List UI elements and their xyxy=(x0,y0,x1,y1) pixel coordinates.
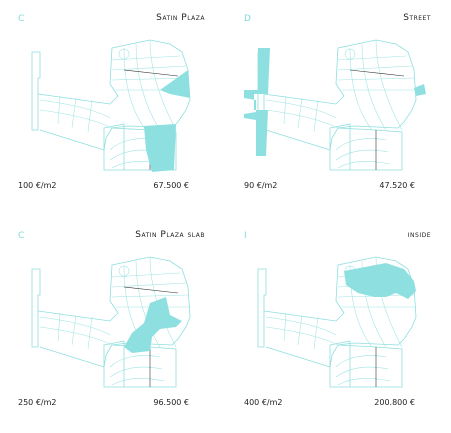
highlight-area xyxy=(344,263,416,299)
panel-satin-plaza: C Satin Plaza 100 €/m2 67.500 € xyxy=(0,0,225,216)
total-cost: 67.500 € xyxy=(153,181,189,190)
total-cost: 96.500 € xyxy=(153,398,189,407)
total-cost: 47.520 € xyxy=(379,181,415,190)
panel-title: inside xyxy=(407,230,431,240)
highlight-area xyxy=(244,48,426,156)
floor-plan xyxy=(31,256,191,388)
panel-letter: I xyxy=(244,231,247,241)
unit-rate: 90 €/m2 xyxy=(244,181,278,190)
unit-rate: 100 €/m2 xyxy=(18,181,57,190)
panel-letter: D xyxy=(244,14,251,24)
panel-title: Satin Plaza xyxy=(156,13,205,23)
panel-letter: C xyxy=(18,231,25,241)
panel-satin-plaza-slab: C Satin Plaza slab 250 €/m2 96.500 € xyxy=(0,217,225,433)
panel-letter: C xyxy=(18,14,25,24)
plan-base xyxy=(257,39,417,171)
highlight-area xyxy=(144,70,190,172)
unit-rate: 400 €/m2 xyxy=(244,398,283,407)
unit-rate: 250 €/m2 xyxy=(18,398,57,407)
highlight-area xyxy=(124,297,182,353)
plan-base xyxy=(31,39,191,171)
panel-inside: I inside 400 €/m2 200.800 € xyxy=(226,217,451,433)
panel-title: Street xyxy=(403,13,431,23)
panel-street: D Street 90 €/m2 47.520 € xyxy=(226,0,451,216)
floor-plan xyxy=(257,256,417,388)
panel-title: Satin Plaza slab xyxy=(135,230,205,240)
floor-plan xyxy=(31,39,191,172)
total-cost: 200.800 € xyxy=(374,398,415,407)
floor-plan xyxy=(244,39,426,171)
